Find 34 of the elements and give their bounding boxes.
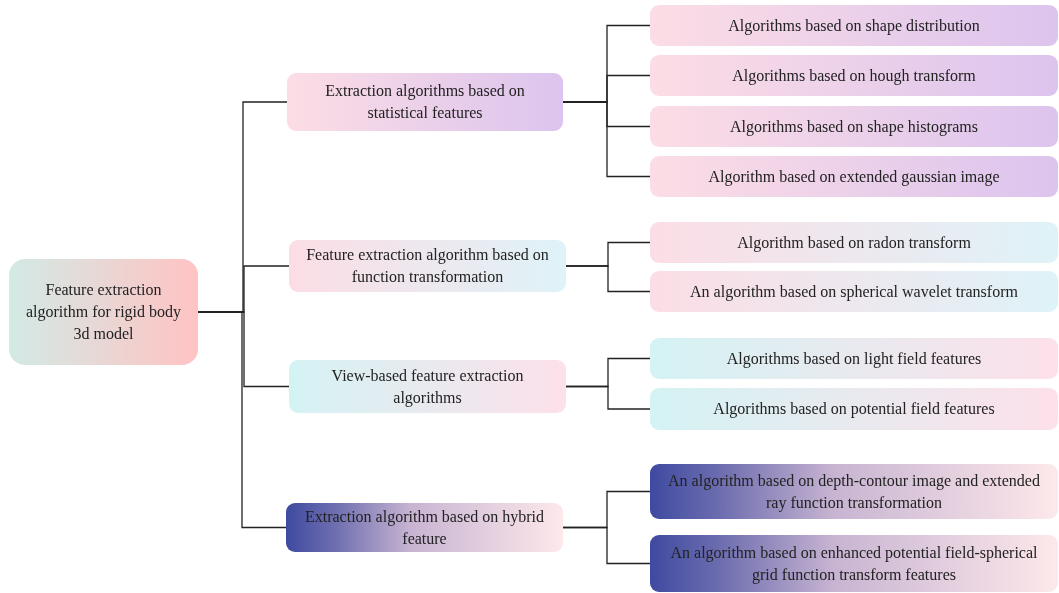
- category-box: [650, 464, 1058, 519]
- node-text: Extraction algorithms based on statistical features: [324, 81, 526, 123]
- category-box: [289, 240, 566, 292]
- category-box: [650, 5, 1058, 46]
- category-box: [650, 106, 1058, 147]
- connector-line: [562, 526, 651, 565]
- connector-line: [565, 265, 651, 293]
- node-text: Algorithms based on potential field features: [713, 399, 995, 420]
- node-text: An algorithm based on depth-contour image and extended ray function transformation: [667, 470, 1041, 514]
- category-box: [650, 271, 1058, 312]
- node-text: Algorithms based on shape distribution: [728, 15, 980, 37]
- node-text: Algorithm based on radon transform: [737, 232, 971, 254]
- category-box: [650, 55, 1058, 96]
- category-box: [650, 222, 1058, 263]
- category-box: [650, 535, 1058, 592]
- node-text: An algorithm based on enhanced potential field-spherical grid function transform features: [669, 542, 1039, 586]
- category-box: [650, 338, 1058, 379]
- category-box: [650, 156, 1058, 197]
- node-text: Algorithms based on shape histograms: [730, 116, 978, 138]
- category-box: [650, 388, 1058, 430]
- category-box: [289, 360, 566, 413]
- connector-line: [565, 385, 651, 410]
- node-text: Feature extraction algorithm for rigid body 3d model: [24, 280, 183, 344]
- node-text: Feature extraction algorithm based on function transformation: [305, 245, 550, 287]
- category-box: [286, 503, 563, 552]
- node-text: Algorithms based on hough transform: [732, 65, 976, 87]
- connector-line: [197, 311, 287, 529]
- node-text: View-based feature extraction algorithms: [330, 365, 525, 409]
- category-box: [287, 73, 563, 131]
- node-text: Algorithm based on extended gaussian image: [708, 166, 1000, 188]
- node-text: Extraction algorithm based on hybrid feature: [303, 506, 546, 549]
- node-text: An algorithm based on spherical wavelet transform: [690, 281, 1018, 303]
- root-box: [9, 259, 198, 365]
- node-text: Algorithms based on light field features: [726, 348, 982, 370]
